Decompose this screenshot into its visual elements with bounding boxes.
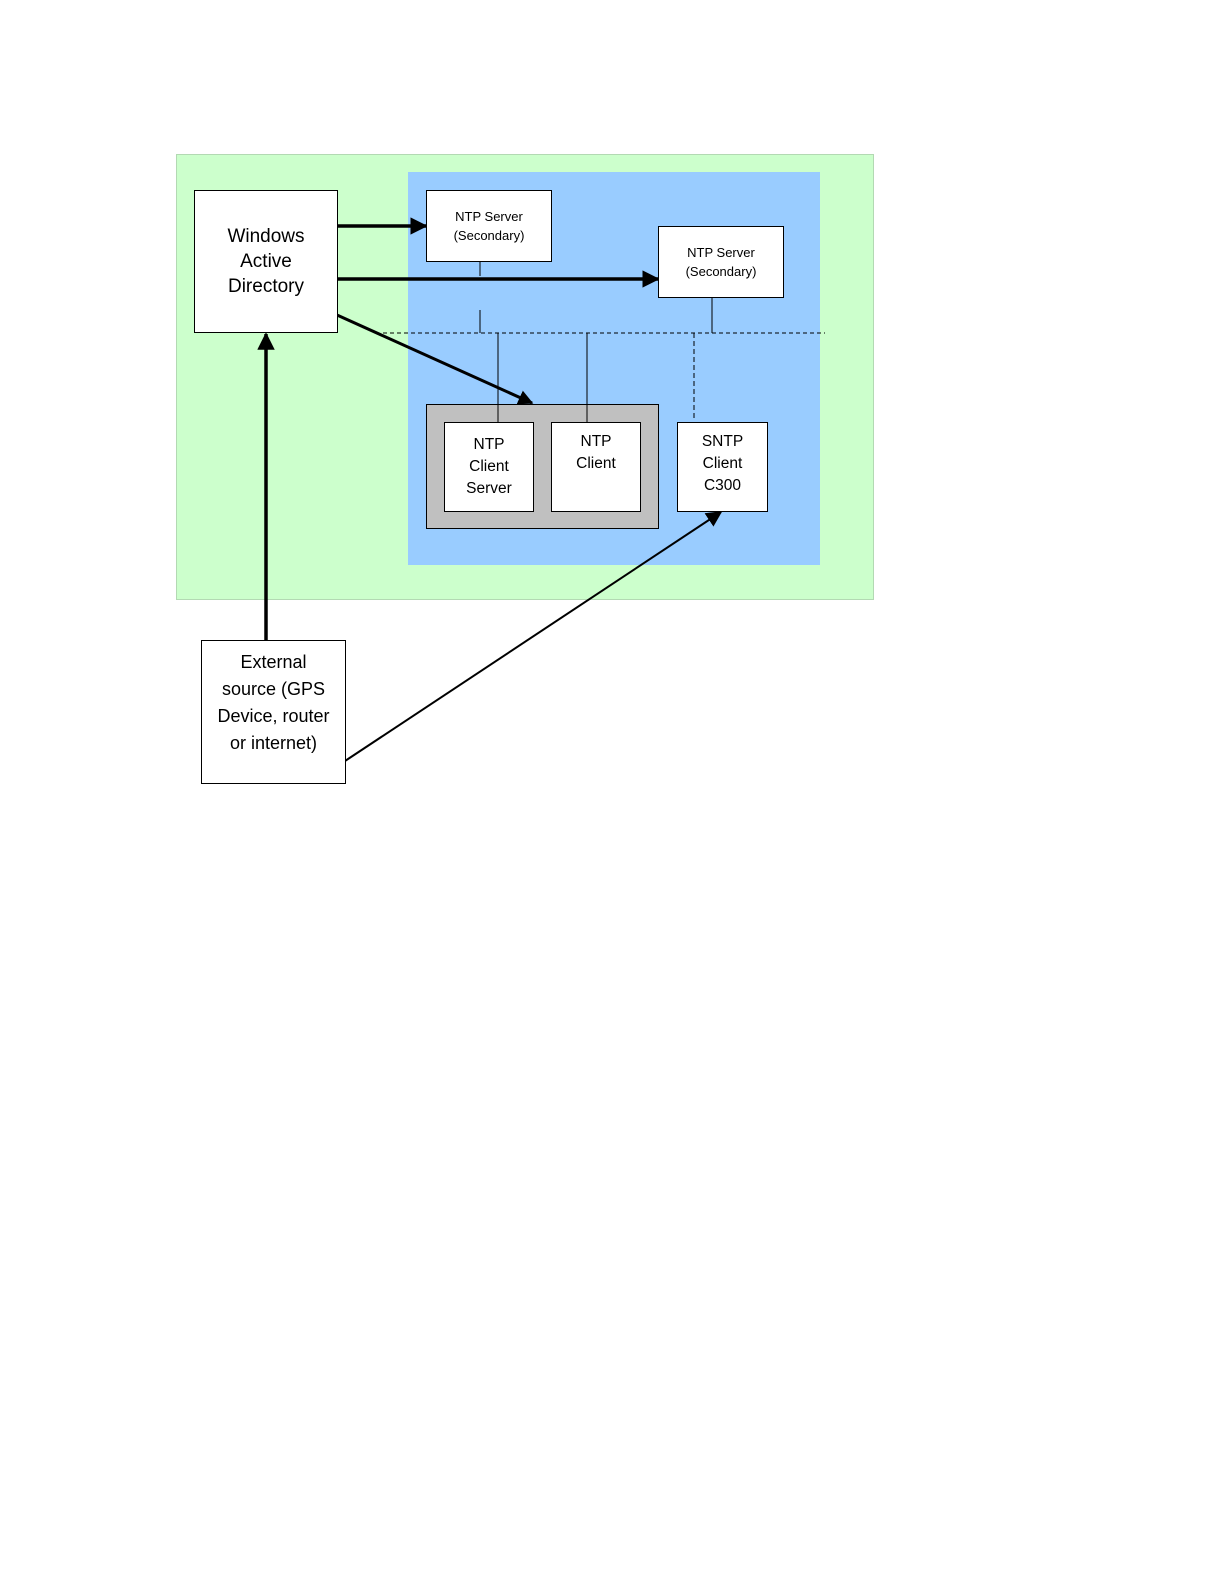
node-label-line: or internet) [230, 730, 317, 757]
ntp-server-secondary-1-box: NTP Server (Secondary) [426, 190, 552, 262]
node-label-line: (Secondary) [686, 262, 757, 281]
node-label-line: Directory [228, 274, 304, 299]
node-label-line: Client [469, 456, 509, 478]
node-label-line: NTP [474, 434, 505, 456]
node-label-line: source (GPS [222, 676, 325, 703]
ntp-client-server-box: NTP Client Server [444, 422, 534, 512]
external-source-box: External source (GPS Device, router or i… [201, 640, 346, 784]
node-label-line: Server [466, 478, 512, 500]
node-label-line: (Secondary) [454, 226, 525, 245]
ntp-client-box: NTP Client [551, 422, 641, 512]
windows-active-directory-box: Windows Active Directory [194, 190, 338, 333]
node-label-line: NTP Server [687, 243, 755, 262]
node-label-line: Device, router [217, 703, 329, 730]
node-label-line: NTP Server [455, 207, 523, 226]
sntp-client-c300-box: SNTP Client C300 [677, 422, 768, 512]
node-label-line: NTP [581, 431, 612, 453]
node-label-line: SNTP [702, 431, 743, 453]
node-label-line: Active [240, 249, 292, 274]
node-label-line: Client [703, 453, 743, 475]
ntp-server-secondary-2-box: NTP Server (Secondary) [658, 226, 784, 298]
node-label-line: Windows [227, 224, 304, 249]
node-label-line: C300 [704, 475, 741, 497]
node-label-line: External [240, 649, 306, 676]
node-label-line: Client [576, 453, 616, 475]
